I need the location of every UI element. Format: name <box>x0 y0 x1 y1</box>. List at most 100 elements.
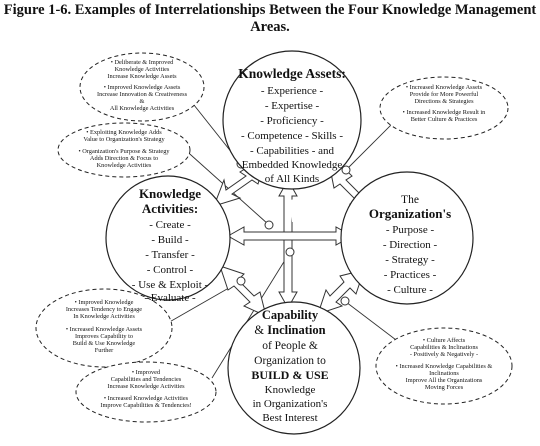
capability-line-2: & Inclination <box>254 323 325 337</box>
capability-heading-3: BUILD & USE <box>251 368 328 382</box>
hub-node <box>264 220 274 230</box>
capability-line-3: of People & <box>262 340 318 352</box>
note-line: Provide for More Powerful <box>410 91 479 98</box>
capability-line: in Organization's <box>253 398 328 410</box>
assets-line: Embedded Knowledge <box>242 159 343 171</box>
assets-line: - Experience - <box>261 85 324 97</box>
note-text-top-left-2: • Exploiting Knowledge Adds Value to Org… <box>78 129 170 169</box>
note-text-bottom-right: • Culture Affects Capabilities & Inclina… <box>396 337 493 391</box>
note-line: Improve Capabilities & Tendencies! <box>100 402 191 409</box>
note-line: Directions & Strategies <box>414 98 474 105</box>
note-line: Adds Direction & Focus to <box>90 155 158 162</box>
note-line: • Improved <box>132 369 161 376</box>
note-line: Increase Knowledge Assets <box>107 73 177 80</box>
activities-line: - Transfer - <box>145 249 195 261</box>
main-circles <box>105 50 474 435</box>
note-line: Knowledge Activities <box>97 162 152 169</box>
note-line: • Organization's Purpose & Strategy <box>78 148 170 155</box>
note-line: • Increased Knowledge Assets <box>406 84 483 91</box>
capability-line: Best Interest <box>262 412 317 424</box>
note-line: Inclinations <box>429 370 459 377</box>
circle-knowledge-assets <box>222 50 362 190</box>
capability-line: Knowledge <box>265 384 316 396</box>
note-text-bottom-left-2: • Improved Capabilities and Tendencies I… <box>100 369 191 409</box>
note-line: Capabilities & Inclinations <box>410 344 478 351</box>
activities-text: Knowledge Activities: - Create - - Build… <box>132 186 209 304</box>
note-line: Increases Tendency to Engage <box>66 306 142 313</box>
note-line: • Improved Knowledge Assets <box>104 84 181 91</box>
capability-amp: & <box>254 323 264 337</box>
figure-title-line-1: Figure 1-6. Examples of Interrelationshi… <box>3 2 537 18</box>
capability-line-4: Organization to <box>254 355 326 367</box>
note-line: • Increased Knowledge Capabilities & <box>396 363 493 370</box>
capability-heading-2: Inclination <box>267 323 325 337</box>
note-text-top-right: • Increased Knowledge Assets Provide for… <box>403 84 486 123</box>
assets-line: - Proficiency - <box>260 115 324 127</box>
note-text-top-left-1: • Deliberate & Improved Knowledge Activi… <box>97 59 188 112</box>
capability-text: Capability & Inclination of People & Org… <box>251 308 328 424</box>
note-bottom-left-1 <box>35 288 173 368</box>
organization-line: - Practices - <box>384 269 437 281</box>
hub-node <box>341 165 351 175</box>
note-line: Value to Organization's Strategy <box>83 136 165 143</box>
note-line: • Exploiting Knowledge Adds <box>86 129 162 136</box>
organization-heading: Organization's <box>369 206 451 221</box>
assets-line: - Capabilities - and <box>250 145 335 157</box>
activities-line: - Evaluate - <box>144 292 196 304</box>
connector-line <box>345 301 405 347</box>
activities-line: - Use & Exploit - <box>132 279 209 291</box>
note-line: & <box>140 98 145 105</box>
note-line: • Culture Affects <box>423 337 466 344</box>
note-bottom-left-2 <box>75 361 217 423</box>
organization-line: - Purpose - <box>386 224 435 236</box>
note-line: Better Culture & Practices <box>411 116 478 123</box>
note-line: Knowledge Activities <box>115 66 170 73</box>
note-line: Increase Innovation & Creativeness <box>97 91 188 98</box>
note-line: - Positively & Negatively - <box>410 351 478 358</box>
note-top-left-1 <box>79 52 205 122</box>
connector-line <box>345 119 397 171</box>
note-text-bottom-left-1: • Improved Knowledge Increases Tendency … <box>66 299 143 354</box>
note-line: Moving Forces <box>425 384 464 391</box>
arrow-activities-capability <box>219 265 267 317</box>
figure-title-line-2: Areas. <box>250 19 290 35</box>
circle-organization <box>340 171 474 305</box>
assets-line: of All Kinds <box>265 173 319 185</box>
note-line: All Knowledge Activities <box>110 105 175 112</box>
note-line: • Deliberate & Improved <box>111 59 174 66</box>
hub-node <box>236 276 246 286</box>
note-line: Further <box>95 347 114 354</box>
activities-line: - Control - <box>147 264 194 276</box>
activities-line: - Create - <box>149 219 191 231</box>
note-bottom-right <box>375 327 513 405</box>
note-top-left-2 <box>57 122 191 178</box>
organization-line: - Strategy - <box>385 254 435 266</box>
assets-line: - Competence - Skills - <box>241 130 343 142</box>
assets-heading: Knowledge Assets: <box>238 66 346 81</box>
note-line: • Improved Knowledge <box>75 299 134 306</box>
connector-line <box>211 251 291 379</box>
note-line: • Increased Knowledge Result in <box>403 109 486 116</box>
note-top-right <box>379 76 509 140</box>
note-line: Capabilities and Tendencies <box>111 376 182 383</box>
note-line: Increase Knowledge Activities <box>107 383 185 390</box>
figure-title: Figure 1-6. Examples of Interrelationshi… <box>0 2 540 36</box>
organization-line: - Direction - <box>383 239 438 251</box>
organization-text: The Organization's - Purpose - - Directi… <box>369 194 451 296</box>
organization-line-the: The <box>401 194 419 206</box>
circle-capability <box>227 301 361 435</box>
activities-heading-2: Activities: <box>142 201 198 216</box>
organization-line: - Culture - <box>387 284 433 296</box>
arrow-small-right <box>290 198 300 222</box>
hub-node <box>285 247 295 257</box>
hub-node <box>340 296 350 306</box>
note-ellipses <box>35 52 513 423</box>
capability-heading-1: Capability <box>262 308 319 322</box>
circle-knowledge-activities <box>105 175 231 301</box>
note-line: Build & Use Knowledge <box>73 340 136 347</box>
assets-line: - Expertise - <box>265 100 320 112</box>
activities-heading-1: Knowledge <box>139 186 201 201</box>
note-line: Improves Capability to <box>75 333 133 340</box>
note-line: In Knowledge Activities <box>73 313 135 320</box>
